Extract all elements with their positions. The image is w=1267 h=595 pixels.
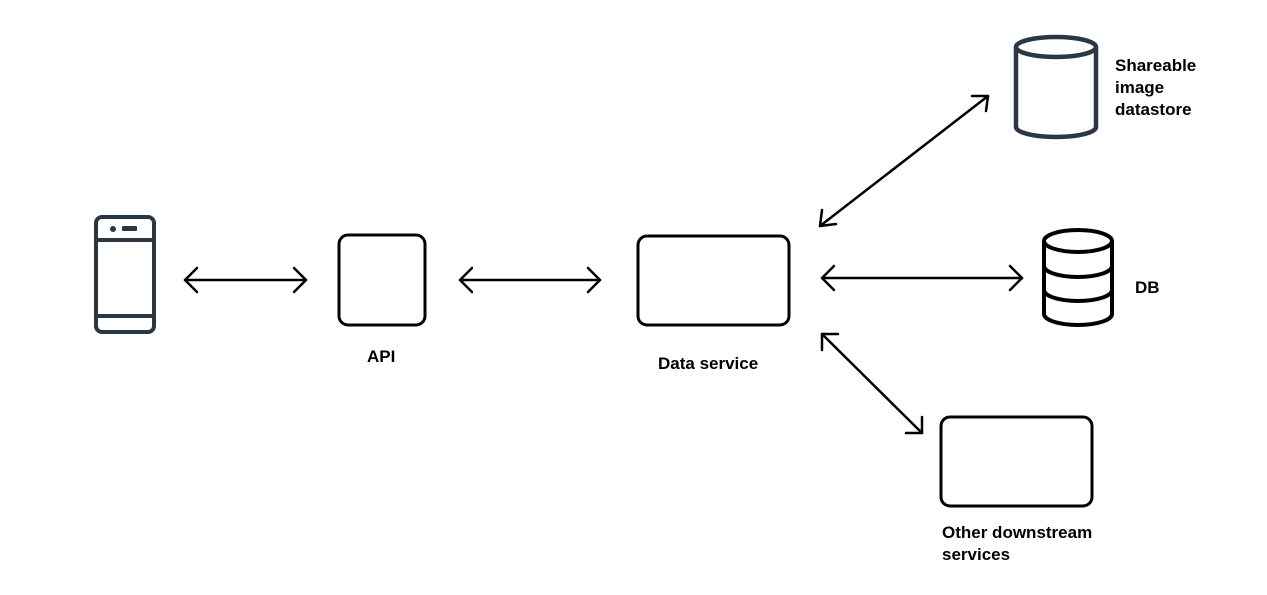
data-service-node-box xyxy=(636,234,791,327)
data-service-label: Data service xyxy=(658,354,759,373)
other-downstream-services-label: Other downstream services xyxy=(942,522,1092,566)
db-label: DB xyxy=(1135,278,1160,297)
shareable-image-datastore-label: Shareable image datastore xyxy=(1115,55,1196,121)
downstream-label-line: services xyxy=(942,545,1011,564)
cylinder-datastore-icon xyxy=(1013,34,1099,140)
edge-data-service-downstream xyxy=(820,332,924,435)
api-label: API xyxy=(367,347,396,366)
shareable-label-line: datastore xyxy=(1115,100,1192,119)
mobile-phone-icon xyxy=(94,215,156,334)
database-stack-icon xyxy=(1042,228,1114,327)
edge-data-service-db xyxy=(820,264,1024,292)
edge-data-service-shareable-store xyxy=(818,94,990,228)
shareable-label-line: Shareable xyxy=(1115,56,1197,75)
edge-api-data-service xyxy=(458,266,602,294)
shareable-label-line: image xyxy=(1115,78,1165,97)
downstream-node-box xyxy=(939,415,1094,508)
downstream-label-line: Other downstream xyxy=(942,523,1093,542)
api-node-box xyxy=(337,233,427,327)
edge-client-api xyxy=(183,266,308,294)
